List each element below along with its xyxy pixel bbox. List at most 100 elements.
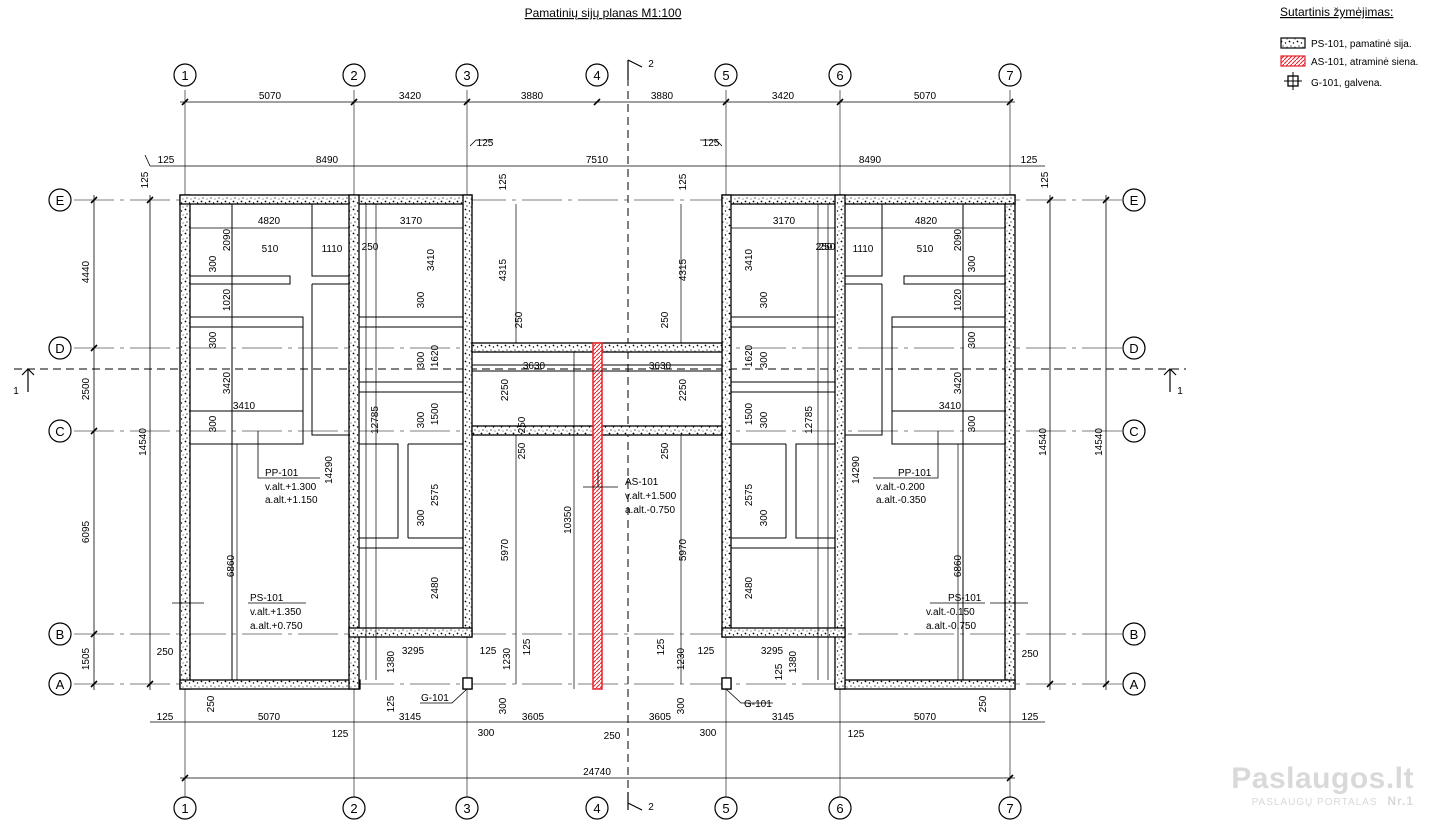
legend-item-pile: G-101, galvena. bbox=[1311, 78, 1382, 89]
dim-ticks bbox=[90, 98, 1110, 782]
dim-right-250f: 250 bbox=[819, 242, 836, 253]
dim-right-250e: 250 bbox=[978, 695, 989, 712]
dim-top-3880-left: 3880 bbox=[521, 91, 544, 102]
axis-label-5-top: 5 bbox=[722, 68, 729, 83]
section-2-top: 2 bbox=[648, 59, 654, 70]
leaders bbox=[144, 139, 1028, 704]
dim-left-2250: 2250 bbox=[500, 378, 511, 401]
axis-label-3-top: 3 bbox=[463, 68, 470, 83]
dim-bot-125-c: 125 bbox=[848, 729, 865, 740]
dim-bot-300-left: 300 bbox=[478, 728, 495, 739]
dim-left-300f: 300 bbox=[416, 411, 427, 428]
legend-item-beam: PS-101, pamatinė sija. bbox=[1311, 39, 1412, 50]
watermark-sub: PASLAUGŲ PORTALAS bbox=[1251, 797, 1378, 808]
axis-label-1-top: 1 bbox=[181, 68, 188, 83]
dim-left-4820: 4820 bbox=[258, 216, 281, 227]
legend: Sutartinis žymėjimas: PS-101, pamatinė s… bbox=[1280, 5, 1418, 90]
ps-right-a: a.alt.-0.750 bbox=[926, 621, 976, 632]
axis-label-4-top: 4 bbox=[593, 68, 600, 83]
dim-left-300e: 300 bbox=[416, 351, 427, 368]
dim-right-250c: 250 bbox=[660, 442, 671, 459]
pile-markers bbox=[462, 677, 732, 690]
dim-left-125b: 125 bbox=[522, 638, 533, 655]
dim-right-510: 510 bbox=[917, 244, 934, 255]
dim-left-2500: 2500 bbox=[81, 377, 92, 400]
dim-left-250e: 250 bbox=[514, 311, 525, 328]
dim-left-300c: 300 bbox=[208, 331, 219, 348]
section-1-right: 1 bbox=[1177, 386, 1183, 397]
dim-left-300b: 300 bbox=[416, 291, 427, 308]
dim-right-5970: 5970 bbox=[678, 538, 689, 561]
dim-left-3420: 3420 bbox=[222, 371, 233, 394]
dim-right-12785: 12785 bbox=[804, 406, 815, 434]
axis-label-C-left: C bbox=[55, 424, 64, 439]
dim-right-3410a: 3410 bbox=[744, 248, 755, 271]
dim-bot-125-d: 125 bbox=[1022, 712, 1039, 723]
dim-bot-3605-right: 3605 bbox=[649, 712, 672, 723]
dim-left-14290: 14290 bbox=[324, 456, 335, 484]
wall-hatch-icon bbox=[1280, 55, 1306, 67]
dim-left-12785: 12785 bbox=[370, 406, 381, 434]
dim-right-1230: 1230 bbox=[676, 647, 687, 670]
dim-right-2090: 2090 bbox=[953, 228, 964, 251]
dim-left-1110: 1110 bbox=[322, 244, 343, 255]
dim-left-125a: 125 bbox=[480, 646, 497, 657]
dim-left-300g: 300 bbox=[416, 509, 427, 526]
dim-left-6095: 6095 bbox=[81, 520, 92, 543]
dim-left-125e: 125 bbox=[498, 173, 509, 190]
axis-label-C-right: C bbox=[1129, 424, 1138, 439]
dim-total: 24740 bbox=[583, 767, 611, 778]
dim-left-250a: 250 bbox=[362, 242, 379, 253]
ps-left-v: v.alt.+1.350 bbox=[250, 607, 302, 618]
axis-label-7-bottom: 7 bbox=[1006, 801, 1013, 816]
dim-left-510: 510 bbox=[262, 244, 279, 255]
dim-bot-125-b: 125 bbox=[332, 729, 349, 740]
pp-left-name: PP-101 bbox=[265, 468, 299, 479]
dim-right-3420: 3420 bbox=[953, 371, 964, 394]
dim-right-2575: 2575 bbox=[744, 483, 755, 506]
dim-left-14540: 14540 bbox=[138, 428, 149, 456]
inner-partitions bbox=[189, 203, 1006, 681]
dim-right-6860: 6860 bbox=[953, 554, 964, 577]
as-mid-name: AS-101 bbox=[625, 477, 659, 488]
dim-right-1020: 1020 bbox=[953, 288, 964, 311]
dim-left-250f: 250 bbox=[517, 416, 528, 433]
dim-right-125e: 125 bbox=[1040, 171, 1051, 188]
dim-right-125c: 125 bbox=[698, 646, 715, 657]
section-2-bottom: 2 bbox=[648, 802, 654, 813]
dim-right-1380: 1380 bbox=[788, 650, 799, 673]
ps-right-v: v.alt.-0.150 bbox=[926, 607, 975, 618]
dim-top-5070-left: 5070 bbox=[259, 91, 282, 102]
pile-mark-icon bbox=[1284, 72, 1302, 90]
dim-bot-125-a: 125 bbox=[157, 712, 174, 723]
as-mid-v: v.alt.+1.500 bbox=[625, 491, 677, 502]
watermark-name: Paslaugos.lt bbox=[1231, 762, 1414, 795]
dim-top-5070-right: 5070 bbox=[914, 91, 937, 102]
dim-left-1020: 1020 bbox=[222, 288, 233, 311]
dim-left-125c: 125 bbox=[386, 695, 397, 712]
dim-left-4440: 4440 bbox=[81, 260, 92, 283]
dim-left-1230: 1230 bbox=[502, 647, 513, 670]
dim-left-1620: 1620 bbox=[430, 344, 441, 367]
dim-right-3295: 3295 bbox=[761, 646, 784, 657]
dim-right-3630: 3630 bbox=[649, 361, 672, 372]
dim-right-250a: 250 bbox=[816, 242, 833, 253]
dim-bot-300-right: 300 bbox=[700, 728, 717, 739]
dim-bot-5070-right: 5070 bbox=[914, 712, 937, 723]
axis-label-6-top: 6 bbox=[836, 68, 843, 83]
pp-right-v: v.alt.-0.200 bbox=[876, 482, 925, 493]
axis-label-D-left: D bbox=[55, 341, 64, 356]
dim-left-125d: 125 bbox=[140, 171, 151, 188]
ps-left-a: a.alt.+0.750 bbox=[250, 621, 303, 632]
dim-left-5970: 5970 bbox=[500, 538, 511, 561]
pp-left-a: a.alt.+1.150 bbox=[265, 495, 318, 506]
dim-right-300h: 300 bbox=[676, 697, 687, 714]
dim-right-300b: 300 bbox=[759, 291, 770, 308]
dim-left-3410b: 3410 bbox=[233, 401, 256, 412]
axis-label-2-top: 2 bbox=[350, 68, 357, 83]
dim-right-300g: 300 bbox=[759, 509, 770, 526]
dim-right-1110: 1110 bbox=[853, 244, 874, 255]
watermark: Paslaugos.lt PASLAUGŲ PORTALAS Nr.1 bbox=[1231, 764, 1414, 810]
ps-right-name: PS-101 bbox=[948, 593, 982, 604]
dim-right-2480: 2480 bbox=[744, 576, 755, 599]
